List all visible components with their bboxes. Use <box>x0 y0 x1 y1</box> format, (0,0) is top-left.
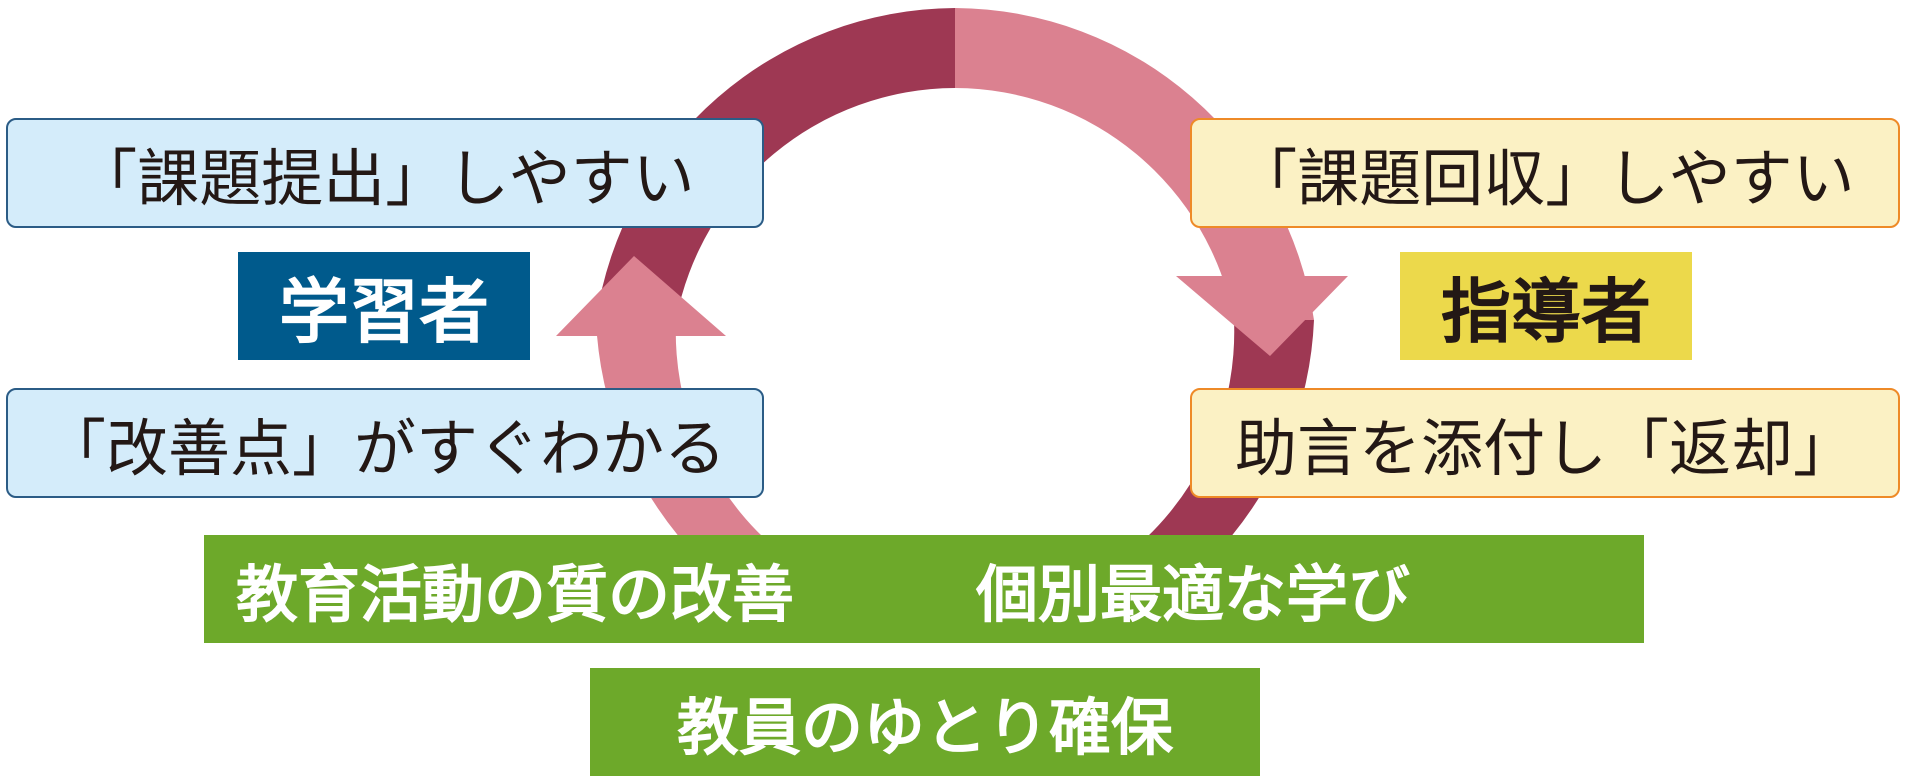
learner-label: 学習者 <box>238 252 530 360</box>
learner-feedback-text: 「改善点」がすぐわかる <box>43 412 726 485</box>
learner-submit-box: 「課題提出」しやすい <box>6 118 764 228</box>
learner-label-text: 学習者 <box>279 270 489 353</box>
outcome-band: 教育活動の質の改善 個別最適な学び <box>204 535 1644 643</box>
learner-feedback-box: 「改善点」がすぐわかる <box>6 388 764 498</box>
teacher-return-box: 助言を添付し「返却」 <box>1190 388 1900 498</box>
teacher-label-text: 指導者 <box>1441 270 1651 353</box>
outcome-individual: 個別最適な学び <box>976 558 1411 631</box>
outcome-teacher-time-text: 教員のゆとり確保 <box>676 691 1173 764</box>
teacher-collect-text: 「課題回収」しやすい <box>1235 142 1855 215</box>
ring-left-dark <box>596 8 955 320</box>
arrowhead-down <box>1176 276 1348 356</box>
teacher-label: 指導者 <box>1400 252 1692 360</box>
learner-submit-text: 「課題提出」しやすい <box>75 142 695 215</box>
teacher-return-text: 助言を添付し「返却」 <box>1234 412 1855 485</box>
arrowhead-up <box>556 256 726 336</box>
outcome-teacher-time: 教員のゆとり確保 <box>590 668 1260 776</box>
teacher-collect-box: 「課題回収」しやすい <box>1190 118 1900 228</box>
ring-right-light <box>955 8 1314 320</box>
outcome-quality: 教育活動の質の改善 <box>236 558 795 631</box>
